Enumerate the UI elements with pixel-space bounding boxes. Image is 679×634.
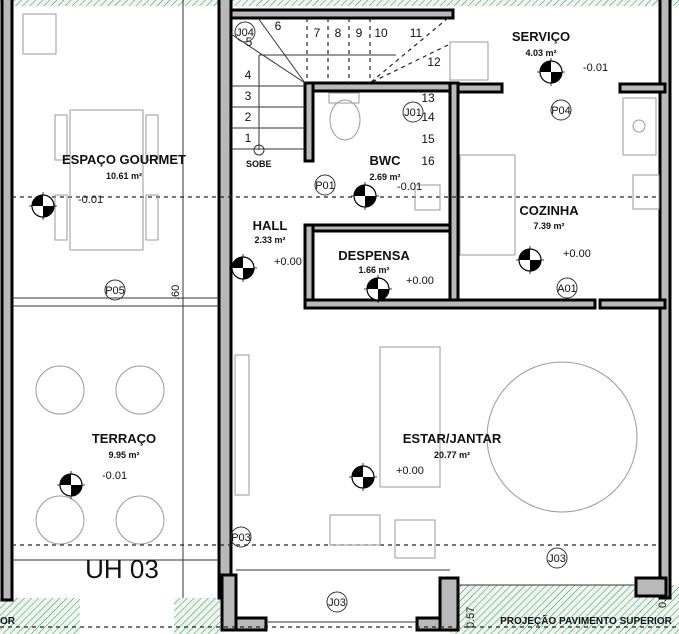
furniture xyxy=(22,13,660,559)
svg-text:+0.00: +0.00 xyxy=(406,275,434,287)
room-servico: SERVIÇO 4.03 m² -0.01 xyxy=(512,29,608,74)
svg-text:2: 2 xyxy=(245,110,252,124)
room-terraco: TERRAÇO 9.95 m² -0.01 xyxy=(92,431,156,482)
dimension-057: 0.57 xyxy=(465,607,477,628)
svg-text:+0.00: +0.00 xyxy=(396,465,424,477)
svg-text:10: 10 xyxy=(374,26,388,40)
svg-text:4.03 m²: 4.03 m² xyxy=(525,48,556,58)
svg-text:-0.01: -0.01 xyxy=(583,62,608,74)
svg-text:9.95 m²: 9.95 m² xyxy=(108,450,139,460)
svg-text:SERVIÇO: SERVIÇO xyxy=(512,29,570,44)
room-despensa: DESPENSA 1.66 m² +0.00 xyxy=(338,248,434,287)
room-cozinha: COZINHA 7.39 m² +0.00 xyxy=(519,203,590,260)
room-estar-jantar: ESTAR/JANTAR 20.77 m² +0.00 xyxy=(396,431,502,477)
svg-text:+0.00: +0.00 xyxy=(563,248,591,260)
svg-text:J03: J03 xyxy=(548,553,566,565)
svg-text:1.66 m²: 1.66 m² xyxy=(358,265,389,275)
svg-text:9: 9 xyxy=(356,26,363,40)
svg-text:4: 4 xyxy=(245,68,252,82)
room-hall: HALL 2.33 m² +0.00 xyxy=(253,218,302,268)
svg-text:-0.01: -0.01 xyxy=(397,181,422,193)
level-marker-icon xyxy=(28,191,58,221)
svg-text:16: 16 xyxy=(421,154,435,168)
level-marker-icon xyxy=(515,245,545,275)
svg-text:P05: P05 xyxy=(105,285,125,297)
svg-text:ESTAR/JANTAR: ESTAR/JANTAR xyxy=(403,431,502,446)
svg-text:7.39 m²: 7.39 m² xyxy=(533,221,564,231)
dimension-01: 0.1 xyxy=(657,593,669,608)
svg-text:14: 14 xyxy=(421,110,435,124)
svg-text:+0.00: +0.00 xyxy=(274,256,302,268)
element-tags: P05 P01 P03 P04 A01 J04 J01 J03 J03 xyxy=(104,21,578,613)
svg-text:20.77 m²: 20.77 m² xyxy=(434,450,470,460)
svg-text:-0.01: -0.01 xyxy=(78,194,103,206)
svg-text:8: 8 xyxy=(335,26,342,40)
level-marker-icon xyxy=(536,57,566,87)
level-marker-icon xyxy=(228,253,258,283)
svg-text:J03: J03 xyxy=(328,597,346,609)
svg-text:-0.01: -0.01 xyxy=(102,470,127,482)
svg-text:A01: A01 xyxy=(557,283,577,295)
svg-text:11: 11 xyxy=(410,26,423,40)
svg-text:BWC: BWC xyxy=(369,153,401,168)
svg-text:J01: J01 xyxy=(404,107,422,119)
svg-text:J04: J04 xyxy=(236,27,254,39)
svg-text:3: 3 xyxy=(245,89,252,103)
dimension-60: .60 xyxy=(170,285,182,300)
exterior-hatch-bottom-mid xyxy=(174,598,220,634)
svg-text:HALL: HALL xyxy=(253,218,288,233)
svg-text:15: 15 xyxy=(421,132,435,146)
unit-label: UH 03 xyxy=(85,554,159,584)
exterior-hatch-top xyxy=(0,0,679,6)
svg-text:P03: P03 xyxy=(231,532,251,544)
level-marker-icon xyxy=(350,181,380,211)
staircase xyxy=(230,17,449,156)
exterior-hatch-bottom-left xyxy=(0,598,80,634)
level-marker-icon xyxy=(56,470,86,500)
room-bwc: BWC 2.69 m² -0.01 xyxy=(369,153,422,193)
svg-text:6: 6 xyxy=(275,19,282,33)
svg-text:12: 12 xyxy=(427,55,441,69)
projection-note: PROJEÇÃO PAVIMENTO SUPERIOR xyxy=(500,614,672,627)
svg-text:ESPAÇO GOURMET: ESPAÇO GOURMET xyxy=(62,152,186,167)
room-gourmet: ESPAÇO GOURMET 10.61 m² -0.01 xyxy=(62,152,186,206)
stair-step-numbers: 1 2 3 4 5 6 7 8 9 10 11 12 13 14 15 16 S… xyxy=(245,19,441,169)
svg-text:2.33 m²: 2.33 m² xyxy=(254,235,285,245)
left-cut-note: OR xyxy=(0,616,16,627)
svg-text:2.69 m²: 2.69 m² xyxy=(369,172,400,182)
svg-text:10.61 m²: 10.61 m² xyxy=(106,171,142,181)
svg-text:TERRAÇO: TERRAÇO xyxy=(92,431,156,446)
svg-text:P01: P01 xyxy=(315,180,335,192)
stair-direction-label: SOBE xyxy=(246,159,272,169)
level-marker-icon xyxy=(348,462,378,492)
svg-text:5: 5 xyxy=(246,35,253,49)
svg-text:13: 13 xyxy=(421,91,435,105)
svg-text:1: 1 xyxy=(245,131,252,145)
svg-text:COZINHA: COZINHA xyxy=(519,203,579,218)
svg-text:7: 7 xyxy=(314,26,321,40)
svg-text:P04: P04 xyxy=(551,105,571,117)
svg-text:DESPENSA: DESPENSA xyxy=(338,248,410,263)
